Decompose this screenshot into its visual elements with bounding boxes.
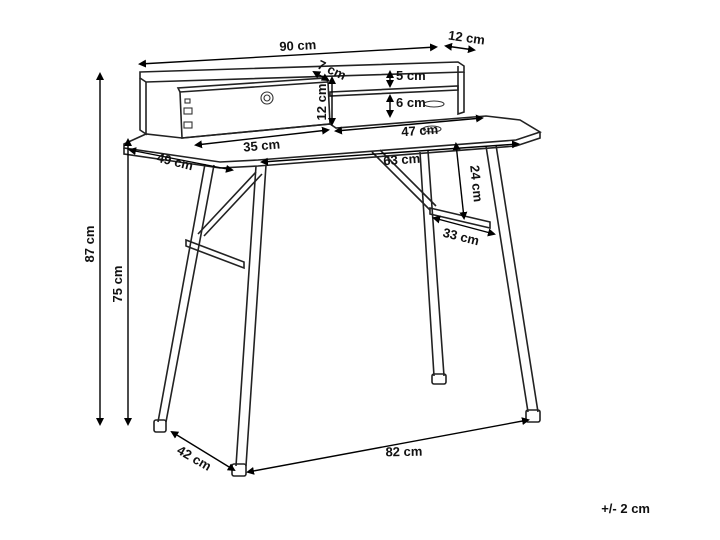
label-brace-height: 24 cm — [467, 164, 486, 202]
drawer-knob-inner — [263, 94, 271, 102]
drawer-front — [179, 81, 331, 139]
dim-line-brace-width — [432, 215, 496, 237]
label-desk-depth: 49 cm — [155, 150, 194, 173]
label-total-height: 87 cm — [82, 226, 97, 263]
label-desk-height: 75 cm — [110, 266, 125, 303]
label-hutch-depth: 12 cm — [447, 28, 486, 48]
label-total-width: 90 cm — [279, 37, 317, 54]
dim-line-inner-width — [260, 140, 520, 166]
dim-line-total-width — [138, 43, 438, 68]
foot-back-left — [231, 463, 247, 477]
hutch-left-side — [139, 78, 147, 136]
drawer-knob — [260, 91, 274, 105]
leg-back-right — [419, 150, 445, 377]
leg-back-left — [235, 164, 267, 467]
dimension-lines — [96, 42, 530, 475]
label-inner-width: 63 cm — [383, 151, 421, 169]
foot-front-left — [153, 419, 167, 433]
dim-line-leg-depth — [170, 430, 236, 472]
usb-ports — [183, 98, 193, 129]
tolerance-note: +/- 2 cm — [601, 501, 650, 516]
label-leg-depth: 42 cm — [175, 442, 214, 473]
foot-back-right — [431, 373, 447, 385]
label-shelf-lower-gap: 6 cm — [396, 95, 426, 110]
brace-left-cross — [197, 171, 263, 237]
dimension-labels: 90 cm 12 cm 7 cm 5 cm 12 cm 6 cm 35 cm 4… — [82, 28, 486, 474]
label-open-width: 47 cm — [401, 122, 439, 140]
dim-line-leg-width — [246, 417, 530, 475]
leg-front-right — [485, 144, 539, 413]
label-drawer-height: 12 cm — [314, 84, 329, 121]
dim-line-drawer-width — [194, 126, 330, 149]
leg-front-left — [157, 163, 215, 423]
label-drawer-width: 35 cm — [243, 136, 281, 154]
dim-line-desk-depth — [128, 147, 234, 173]
dim-line-hutch-depth — [444, 42, 476, 54]
dim-line-brace-height — [452, 142, 468, 220]
label-leg-width: 82 cm — [385, 444, 422, 460]
dim-line-drawer-depth — [312, 71, 330, 81]
desk-drawing — [123, 61, 542, 477]
dim-line-open-width — [334, 114, 484, 135]
shelf-cable-hole — [423, 100, 445, 108]
foot-front-right — [525, 409, 541, 423]
label-shelf-top-gap: 5 cm — [396, 68, 426, 83]
hutch-shelf — [329, 85, 459, 97]
brace-left-bar — [185, 238, 245, 270]
hutch-right-side — [457, 66, 465, 116]
